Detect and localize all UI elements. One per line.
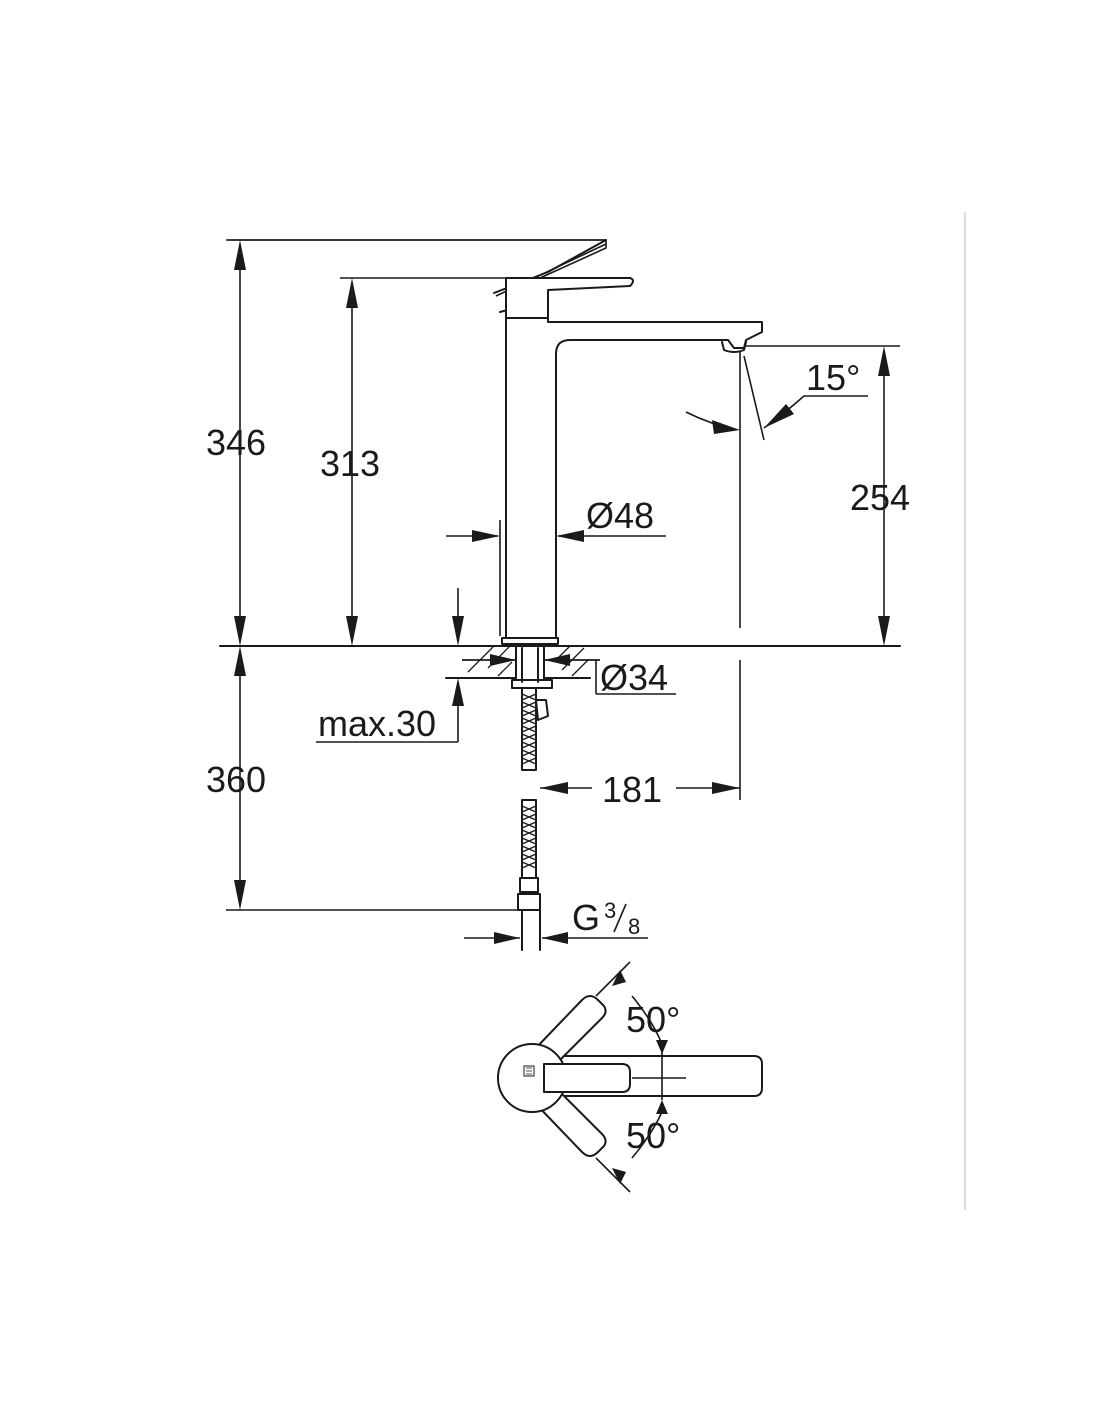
dim-lever-height: 313 — [320, 277, 508, 646]
dim-max30-label: max.30 — [318, 703, 436, 744]
connection-numerator: 3 — [604, 898, 616, 923]
dim-connection-thread: G 3 8 — [464, 897, 648, 944]
dim-313-label: 313 — [320, 443, 380, 484]
brand-logo-icon — [523, 1065, 535, 1077]
angle-50-lower-label: 50° — [626, 1115, 680, 1156]
dim-spout-height: 254 — [744, 345, 910, 646]
dim-254-label: 254 — [850, 477, 910, 518]
faucet-body — [505, 317, 763, 641]
angle-50-upper-label: 50° — [626, 999, 680, 1040]
base-plate — [501, 637, 559, 645]
supply-hose — [517, 687, 541, 951]
dim-346-label: 346 — [206, 422, 266, 463]
dim-body-diameter: Ø48 — [446, 495, 666, 636]
dim-360-label: 360 — [206, 759, 266, 800]
angle-15-label: 15° — [806, 357, 860, 398]
connection-g-label: G — [572, 897, 600, 938]
dim-counter-thickness: max.30 — [316, 588, 464, 744]
dim-overall-height: 346 — [206, 239, 606, 646]
dim-34-label: Ø34 — [600, 657, 668, 698]
faucet-side-view — [228, 239, 763, 645]
faucet-top-view: 50° 50° — [497, 961, 763, 1193]
dim-thread-diameter: Ø34 — [462, 654, 676, 698]
lever — [505, 277, 634, 319]
connection-denominator: 8 — [628, 914, 640, 939]
dim-spout-reach: 181 — [540, 660, 741, 810]
dim-181-label: 181 — [602, 769, 662, 810]
aerator — [721, 341, 747, 353]
dim-spout-angle: 15° — [685, 352, 868, 628]
dim-hose-length: 360 — [206, 646, 518, 911]
dim-48-label: Ø48 — [586, 495, 654, 536]
